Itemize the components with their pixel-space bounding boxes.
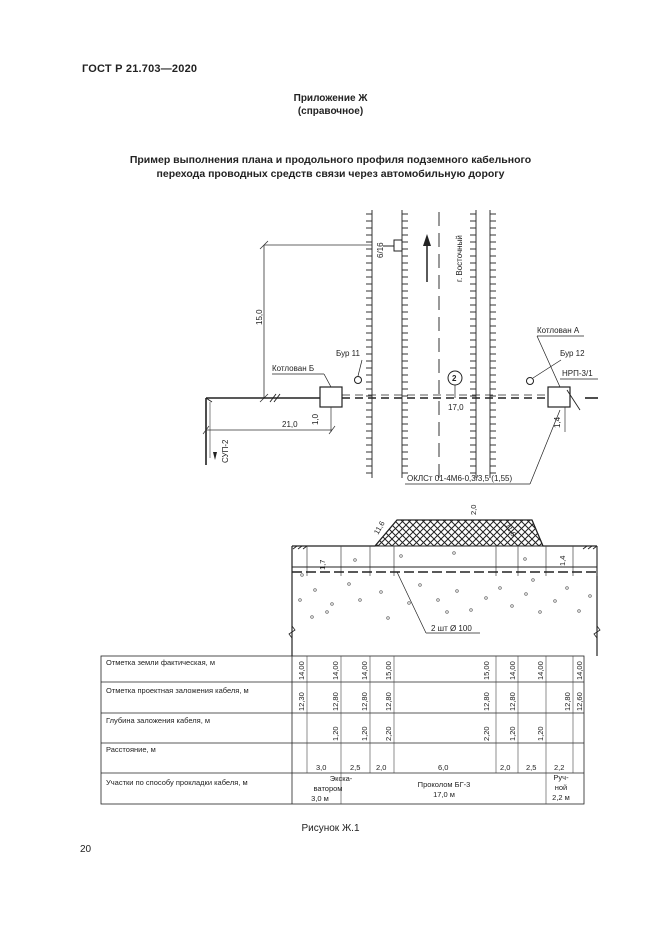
row-label-method: Участки по способу прокладки кабеля, м xyxy=(106,778,248,787)
figure-title-line-1: Пример выполнения плана и продольного пр… xyxy=(129,154,532,166)
page-number: 20 xyxy=(80,844,92,855)
pit-a xyxy=(547,386,571,408)
appendix-heading: Приложение Ж (справочное) xyxy=(0,92,661,118)
distance-value: 6,0 xyxy=(438,763,448,772)
post-label: 6/16 xyxy=(376,242,385,258)
sup-label: СУП-2 xyxy=(221,439,230,463)
dim-horizontal-label: 21,0 xyxy=(282,420,298,429)
design-value: 12,80 xyxy=(331,692,340,711)
bore-11 xyxy=(354,359,363,384)
ground-value: 14,00 xyxy=(331,661,340,680)
design-value: 12,60 xyxy=(575,692,584,711)
method-segment: ной xyxy=(555,783,568,792)
figure-title: Пример выполнения плана и продольного пр… xyxy=(0,153,661,181)
dim-top: 2,0 xyxy=(469,505,478,515)
ground-value: 15,00 xyxy=(384,661,393,680)
depth-value: 2,20 xyxy=(482,726,491,741)
distance-value: 2,5 xyxy=(350,763,360,772)
pit-b-label: Котлован Б xyxy=(272,364,314,373)
direction-arrow xyxy=(423,234,431,282)
cable-label: ОКЛСт 01-4М6-0,3/3,5 (1,55) xyxy=(407,474,513,483)
depth-value: 1,20 xyxy=(508,726,517,741)
appendix-title: Приложение Ж xyxy=(293,93,368,104)
road-edges xyxy=(371,210,491,478)
row-label-depth: Глубина заложения кабеля, м xyxy=(106,716,210,725)
method-segment: 3,0 м xyxy=(311,794,329,803)
depth-value: 1,20 xyxy=(331,726,340,741)
method-segment: ватором xyxy=(314,784,343,793)
dim-right-pit: 1,4 xyxy=(553,416,562,428)
row-label-design: Отметка проектная заложения кабеля, м xyxy=(106,686,249,695)
pit-a-label: Котлован А xyxy=(537,326,580,335)
method-segment: Проколом БГ-3 xyxy=(418,780,471,789)
method-segment: Экска- xyxy=(330,774,353,783)
dim-left-pit: 1,0 xyxy=(311,413,320,425)
figure-caption: Рисунок Ж.1 xyxy=(301,823,360,834)
dim-vertical xyxy=(259,240,372,403)
appendix-note: (справочное) xyxy=(297,106,364,117)
road-embankment xyxy=(373,519,544,547)
table-section-lines xyxy=(306,656,574,804)
distance-value: 2,0 xyxy=(376,763,386,772)
cable-marker-label: 2 xyxy=(452,374,457,383)
distance-value: 3,0 xyxy=(316,763,326,772)
ground-value: 14,00 xyxy=(360,661,369,680)
profile-section-lines xyxy=(306,546,598,576)
distance-value: 2,0 xyxy=(500,763,510,772)
design-value: 12,80 xyxy=(360,692,369,711)
soil-dots xyxy=(298,551,592,620)
design-value: 12,30 xyxy=(297,692,306,711)
bore-11-label: Бур 11 xyxy=(336,349,361,358)
depth-value: 1,20 xyxy=(536,726,545,741)
dim-depth-left: 1,7 xyxy=(318,560,327,570)
bore-12-label: Бур 12 xyxy=(560,349,585,358)
pipe-label: 2 шт Ø 100 xyxy=(431,624,472,633)
ground-value: 14,00 xyxy=(536,661,545,680)
ground-value: 14,00 xyxy=(297,661,306,680)
road-edge-ticks xyxy=(366,213,496,474)
dim-depth-right: 1,4 xyxy=(558,556,567,566)
distance-value: 2,5 xyxy=(526,763,536,772)
cable-route xyxy=(205,397,598,465)
data-table-grid xyxy=(100,655,585,805)
nrp-label: НРП-3/1 xyxy=(562,369,593,378)
method-segment: 2,2 м xyxy=(552,793,570,802)
depth-value: 1,20 xyxy=(360,726,369,741)
dim-crossing: 17,0 xyxy=(448,403,464,412)
design-value: 12,80 xyxy=(384,692,393,711)
dim-left-slope: 11,6 xyxy=(372,519,387,536)
street-label: г. Восточный xyxy=(455,235,464,282)
cable-ticks xyxy=(205,393,281,403)
method-segment: Руч- xyxy=(553,773,569,782)
standard-header: ГОСТ Р 21.703—2020 xyxy=(82,63,198,75)
ground-value: 14,00 xyxy=(508,661,517,680)
design-value: 12,80 xyxy=(482,692,491,711)
figure-title-line-2: перехода проводных средств связи через а… xyxy=(156,168,505,180)
design-value: 12,80 xyxy=(563,692,572,711)
row-label-ground: Отметка земли фактическая, м xyxy=(106,658,215,667)
ground-value: 15,00 xyxy=(482,661,491,680)
dim-vertical-label: 15,0 xyxy=(255,309,264,325)
row-label-distance: Расстояние, м xyxy=(106,745,156,754)
distance-value: 2,2 xyxy=(554,763,564,772)
method-segment: 17,0 м xyxy=(433,790,455,799)
ground-hatch xyxy=(292,545,598,550)
depth-value: 2,20 xyxy=(384,726,393,741)
ground-value: 14,00 xyxy=(575,661,584,680)
design-value: 12,80 xyxy=(508,692,517,711)
bore-12 xyxy=(526,359,562,385)
